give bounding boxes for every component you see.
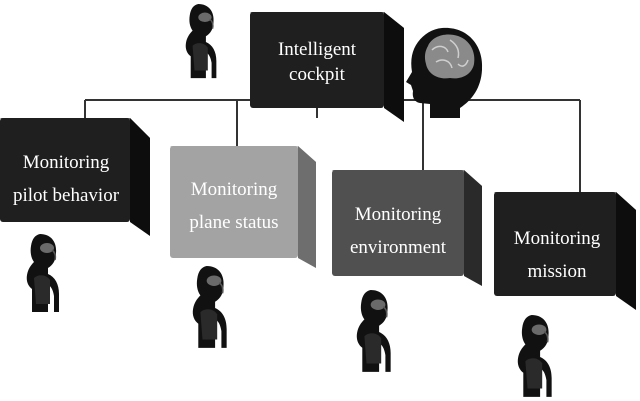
module-face [0, 118, 130, 222]
module-box-mission: Monitoring mission [494, 192, 636, 310]
module-label-line2: mission [527, 261, 587, 282]
module-label-line2: pilot behavior [13, 185, 120, 206]
module-label-line1: Monitoring [191, 179, 278, 200]
root-label-line1: Intelligent [278, 39, 357, 60]
humanoid-robot-icon [516, 314, 553, 398]
module-label-line1: Monitoring [514, 228, 601, 249]
module-label-line2: environment [350, 237, 447, 258]
module-label-line1: Monitoring [23, 152, 110, 173]
humanoid-robot-icon [184, 3, 218, 79]
root-label-line2: cockpit [289, 64, 346, 85]
humanoid-robot-icon [355, 289, 392, 373]
module-box-environment: Monitoring environment [332, 170, 482, 286]
humanoid-robot-icon [25, 233, 60, 313]
module-box-plane-status: Monitoring plane status [170, 146, 316, 268]
module-label-line1: Monitoring [355, 204, 442, 225]
humanoid-robot-icon [191, 265, 228, 349]
root-box-intelligent-cockpit: Intelligent cockpit [250, 12, 404, 122]
module-box-pilot-behavior: Monitoring pilot behavior [0, 118, 150, 236]
module-label-line2: plane status [189, 212, 278, 233]
head-with-brain-icon [406, 27, 483, 118]
